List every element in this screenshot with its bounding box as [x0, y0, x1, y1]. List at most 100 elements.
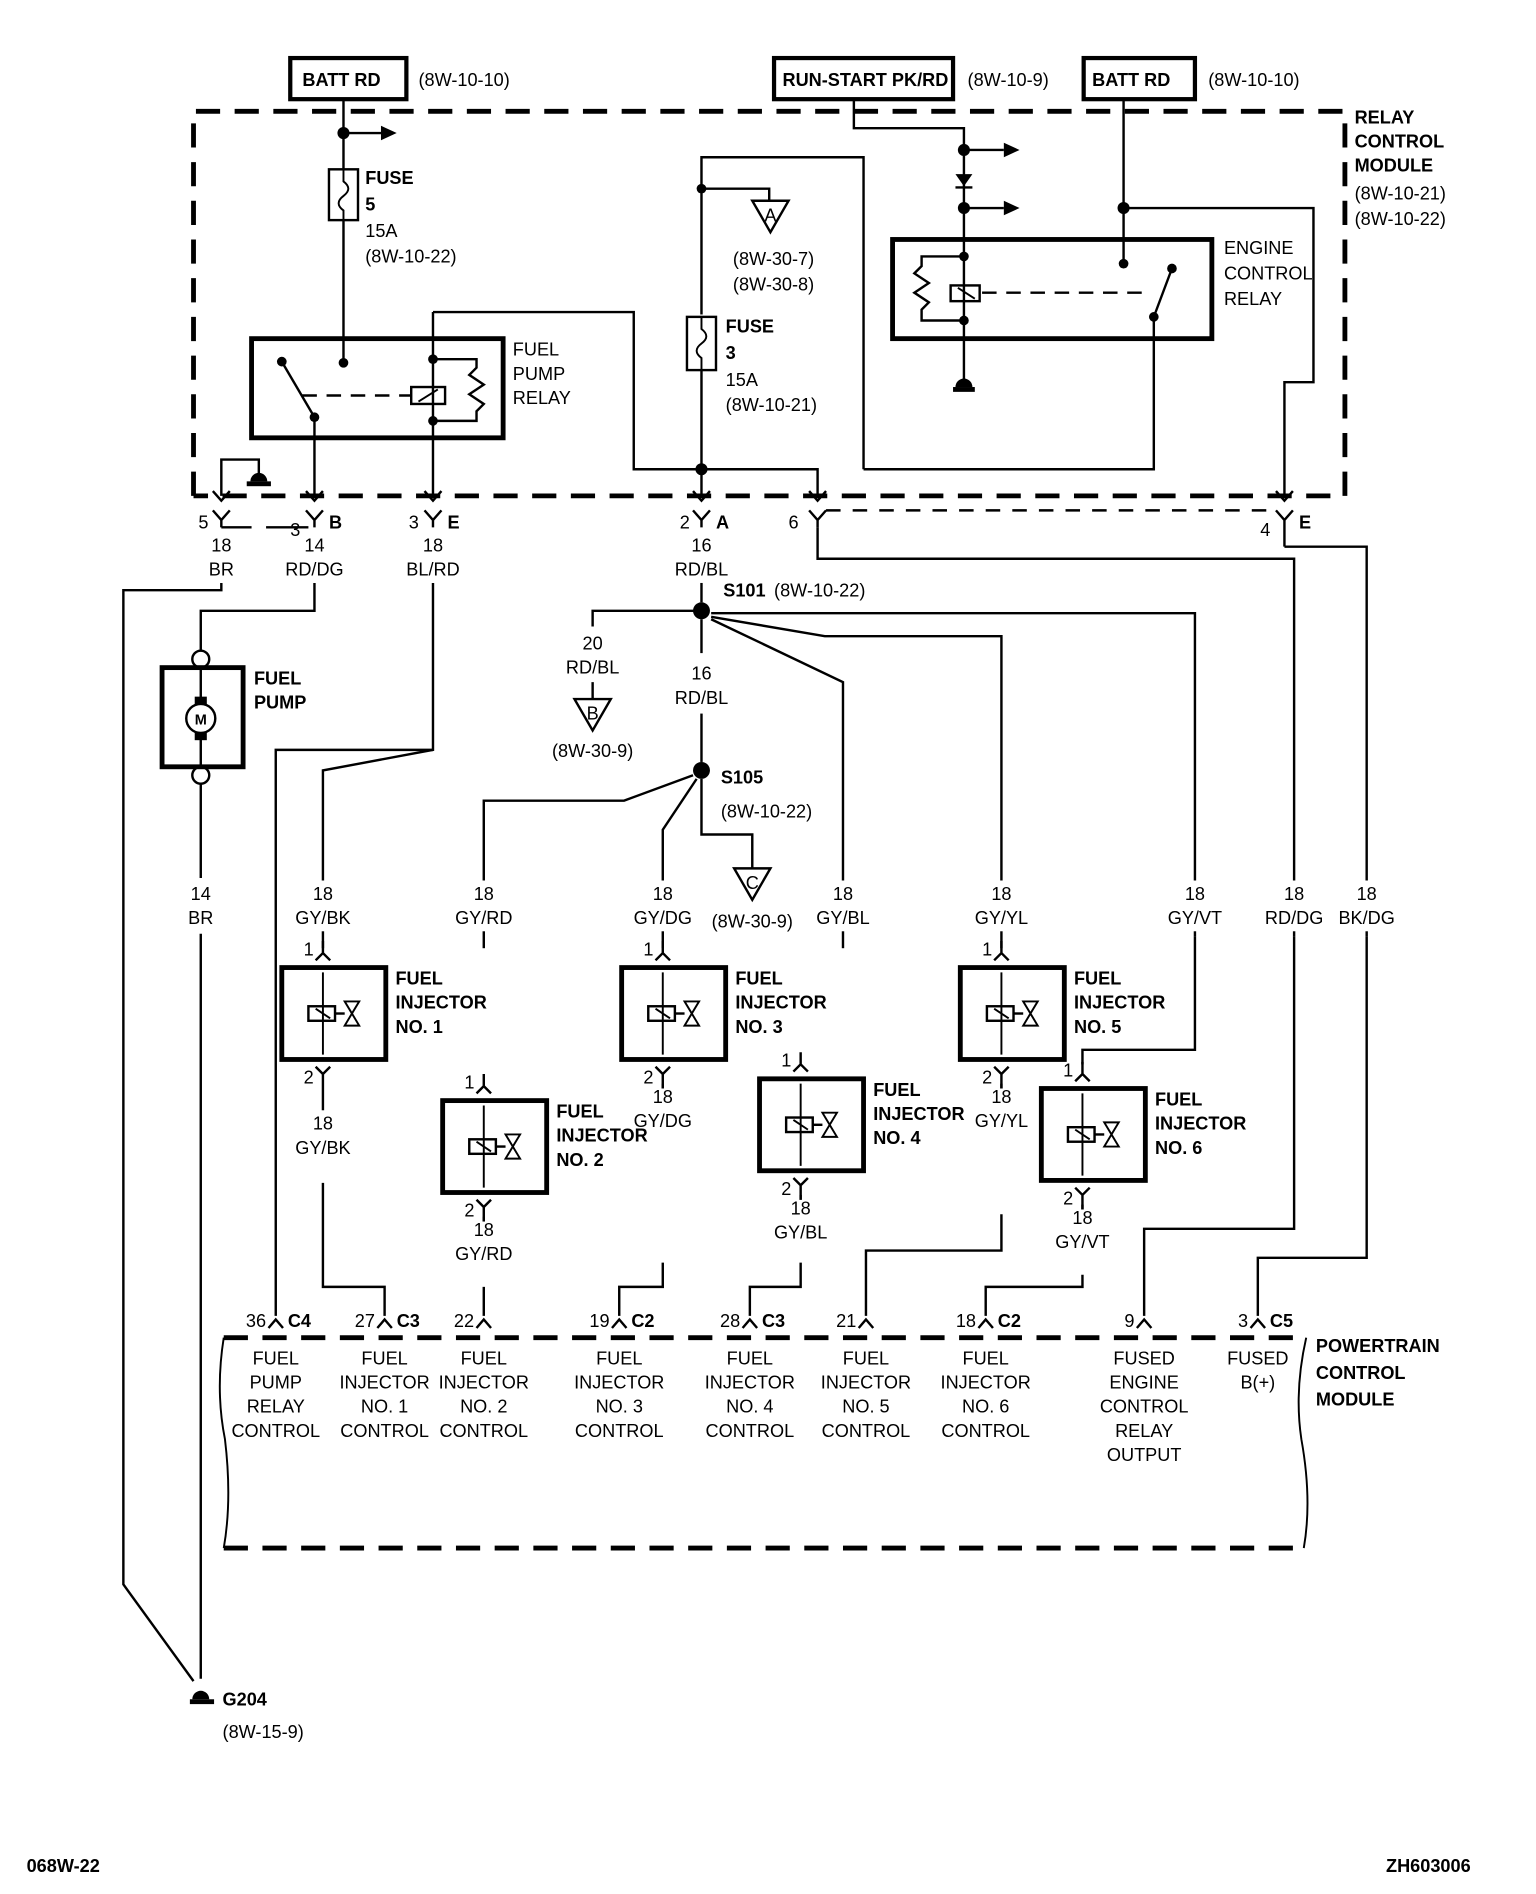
- wire-gauge: 18: [313, 1114, 333, 1134]
- wire-color: RD/DG: [1265, 908, 1323, 928]
- pcm-pin-label: INJECTOR: [941, 1372, 1031, 1392]
- injector-label: INJECTOR: [1074, 993, 1165, 1013]
- wire-color: GY/YL: [975, 1111, 1028, 1131]
- pin-number: 28: [720, 1311, 740, 1331]
- ground-icon: [250, 472, 268, 482]
- wire-gauge: 18: [1284, 884, 1304, 904]
- source-batt-rd-right: BATT RD (8W-10-10): [1081, 55, 1300, 102]
- wire-gauge: 18: [211, 536, 231, 556]
- pin-number: 1: [304, 939, 314, 959]
- wire-gauge: 18: [474, 1220, 494, 1240]
- injector-label: NO. 5: [1074, 1017, 1121, 1037]
- wire-color: RD/BL: [675, 560, 728, 580]
- splice-s105-dot: [693, 761, 710, 779]
- resistor-icon: [912, 255, 964, 322]
- ref-a-triangle: [750, 199, 791, 235]
- wire-gauge: 18: [653, 1087, 673, 1107]
- engine-control-relay-box: [890, 237, 1215, 342]
- resistor-icon: [432, 357, 486, 423]
- pin-number: 2: [643, 1068, 653, 1088]
- ref-page: (8W-30-9): [552, 741, 633, 761]
- splice-id: S101: [723, 580, 765, 600]
- rcm-name-line: CONTROL: [1355, 132, 1445, 152]
- wire-color: BR: [209, 560, 234, 580]
- source-label: RUN-START PK/RD: [783, 70, 949, 90]
- relay-label: RELAY: [513, 388, 571, 408]
- fuel-pump-label: FUEL: [254, 669, 301, 689]
- relay-label: FUEL: [513, 340, 559, 360]
- pin-number: 2: [680, 513, 690, 533]
- pin-number: 2: [982, 1068, 992, 1088]
- pin-number: 3: [1238, 1311, 1248, 1331]
- rcm-ref: (8W-10-22): [1355, 209, 1446, 229]
- pcm-pin-label: NO. 2: [460, 1397, 507, 1417]
- injector-label: FUEL: [556, 1102, 603, 1122]
- cavity-letter: E: [1299, 513, 1311, 533]
- injector-box: [619, 965, 729, 1062]
- injector-label: NO. 2: [556, 1150, 603, 1170]
- injector-label: INJECTOR: [556, 1126, 647, 1146]
- pin-number: 36: [246, 1311, 266, 1331]
- pcm-pin-label: INJECTOR: [574, 1372, 664, 1392]
- wire-gauge: 16: [691, 536, 711, 556]
- wire-gauge: 18: [423, 536, 443, 556]
- connector-id: C2: [998, 1311, 1021, 1331]
- injector-box: [757, 1076, 866, 1174]
- ground-g204: G204 (8W-15-9): [189, 1689, 304, 1742]
- relay-control-module: RELAY CONTROL MODULE (8W-10-21) (8W-10-2…: [191, 99, 1446, 499]
- pin-number: 1: [781, 1051, 791, 1071]
- pcm-pin-label: CONTROL: [822, 1421, 911, 1441]
- relay-coil-icon: [949, 284, 981, 303]
- pcm-pin-label: INJECTOR: [705, 1372, 795, 1392]
- injector-label: INJECTOR: [395, 993, 486, 1013]
- pin-number: 1: [464, 1073, 474, 1093]
- valve-icon: [1102, 1121, 1121, 1148]
- pcm-pin-label: CONTROL: [706, 1421, 795, 1441]
- fuse-label: FUSE: [726, 317, 774, 337]
- fuse-label: 3: [726, 343, 736, 363]
- pin-number: 2: [781, 1179, 791, 1199]
- pin-number: 6: [789, 513, 799, 533]
- arrow-icon: [1003, 142, 1020, 158]
- injector-box: [279, 965, 389, 1062]
- fuel-pump-label: PUMP: [254, 693, 306, 713]
- injector-label: NO. 6: [1155, 1138, 1202, 1158]
- injector-label: FUEL: [873, 1080, 920, 1100]
- ref-page: (8W-30-9): [712, 912, 793, 932]
- pcm-pin-label: CONTROL: [340, 1421, 429, 1441]
- pin-number: 5: [198, 513, 208, 533]
- wire-color: GY/BK: [295, 1138, 350, 1158]
- wire-gauge: 18: [474, 884, 494, 904]
- pcm-pin-label: FUEL: [843, 1348, 889, 1368]
- source-ref: (8W-10-10): [1208, 70, 1299, 90]
- diode-icon: [955, 174, 973, 187]
- rcm-name-line: RELAY: [1355, 107, 1415, 127]
- valve-icon: [342, 1000, 361, 1027]
- cavity-letter: A: [716, 513, 729, 533]
- pcm-pin-label: FUEL: [727, 1348, 773, 1368]
- ref-page: (8W-30-8): [733, 274, 814, 294]
- connector-pin-6: 6: [789, 490, 827, 533]
- pcm-pin-label: CONTROL: [439, 1421, 528, 1441]
- fuel-pump: M FUEL PUMP 14 BR: [122, 582, 316, 1682]
- injector-box: [440, 1098, 550, 1195]
- wire-color: GY/VT: [1168, 908, 1222, 928]
- pcm-pin-label: FUEL: [253, 1348, 299, 1368]
- rcm-name-line: MODULE: [1355, 156, 1434, 176]
- relay-switch-icon: [1152, 268, 1174, 318]
- connector-pin-4e: 4 E: [1260, 490, 1311, 547]
- wire-color: GY/BL: [774, 1222, 827, 1242]
- arrow-icon: [1003, 200, 1020, 216]
- pcm-pin-label: CONTROL: [1100, 1397, 1189, 1417]
- pin-number: 9: [1124, 1311, 1134, 1331]
